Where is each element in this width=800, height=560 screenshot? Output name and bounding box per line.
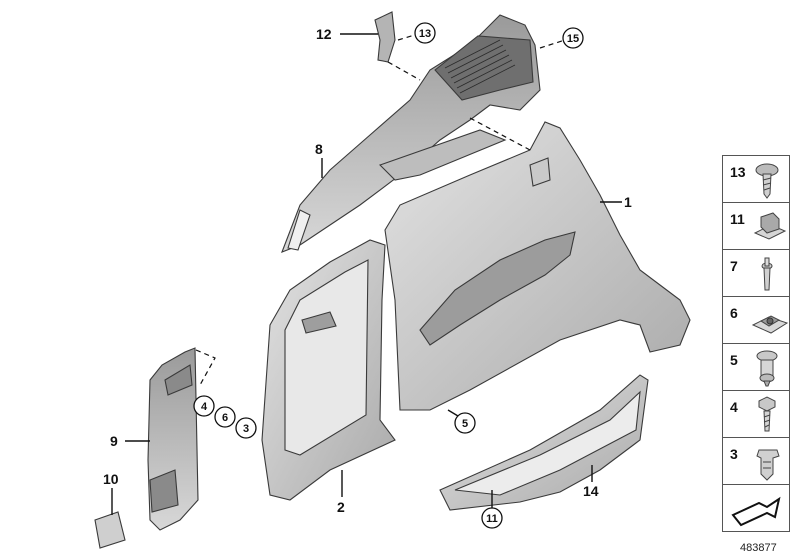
callout-8: 8: [315, 141, 323, 157]
callout-9: 9: [110, 433, 118, 449]
main-trim-panel-part: [384, 121, 691, 411]
callout-2: 2: [337, 499, 345, 515]
svg-text:11: 11: [486, 513, 498, 525]
hex-bolt-icon: [758, 396, 776, 432]
callout-1: 1: [624, 194, 632, 210]
lower-trim-part: [261, 239, 396, 501]
callout-3: 3: [235, 417, 257, 439]
legend-number: 13: [730, 164, 746, 180]
reference-number: 483877: [740, 542, 777, 554]
legend-number: 4: [730, 399, 738, 415]
legend-number: 7: [730, 258, 738, 274]
expanding-rivet-icon: [756, 350, 778, 387]
legend-number: 3: [730, 446, 738, 462]
clip-nut-icon: [753, 212, 787, 240]
spring-nut-icon: [751, 315, 789, 334]
legend-number: 11: [730, 211, 745, 227]
legend-item-4[interactable]: 4: [722, 390, 790, 437]
small-cover-part: [94, 511, 126, 549]
sill-strip-part: [439, 374, 649, 511]
callout-11: 11: [481, 507, 503, 529]
callout-6: 6: [214, 406, 236, 428]
legend-item-3[interactable]: 3: [722, 437, 790, 484]
arrow-icon: [731, 496, 781, 527]
callout-12: 12: [316, 26, 332, 42]
clip-icon: [756, 449, 780, 481]
svg-text:3: 3: [243, 423, 249, 435]
callout-10: 10: [103, 471, 119, 487]
leader-lines: [111, 33, 622, 515]
callout-4: 4: [193, 395, 215, 417]
svg-text:15: 15: [567, 33, 579, 45]
legend-item-6[interactable]: 6: [722, 296, 790, 343]
navigation-arrow-button[interactable]: [722, 484, 790, 532]
callout-15: 15: [562, 27, 584, 49]
screw-icon: [755, 163, 779, 199]
bracket-part: [374, 11, 396, 63]
callout-14: 14: [583, 483, 599, 499]
parts-diagram: 1 2 8 9 10 12 14 13 15 4 6 3 5 11: [94, 11, 691, 549]
callout-13: 13: [414, 22, 436, 44]
pillar-trim-part: [147, 347, 199, 531]
pin-rivet-icon: [761, 257, 773, 291]
legend-item-13[interactable]: 13: [722, 155, 790, 202]
legend-number: 6: [730, 305, 738, 321]
legend-item-5[interactable]: 5: [722, 343, 790, 390]
svg-text:6: 6: [222, 412, 228, 424]
svg-text:4: 4: [201, 401, 208, 413]
svg-text:5: 5: [462, 418, 468, 430]
legend-number: 5: [730, 352, 738, 368]
fastener-legend: 13 11 7 6 5: [722, 155, 790, 532]
legend-item-7[interactable]: 7: [722, 249, 790, 296]
svg-text:13: 13: [419, 28, 431, 40]
legend-item-11[interactable]: 11: [722, 202, 790, 249]
callout-5: 5: [454, 412, 476, 434]
upper-trim-part: [281, 14, 541, 253]
